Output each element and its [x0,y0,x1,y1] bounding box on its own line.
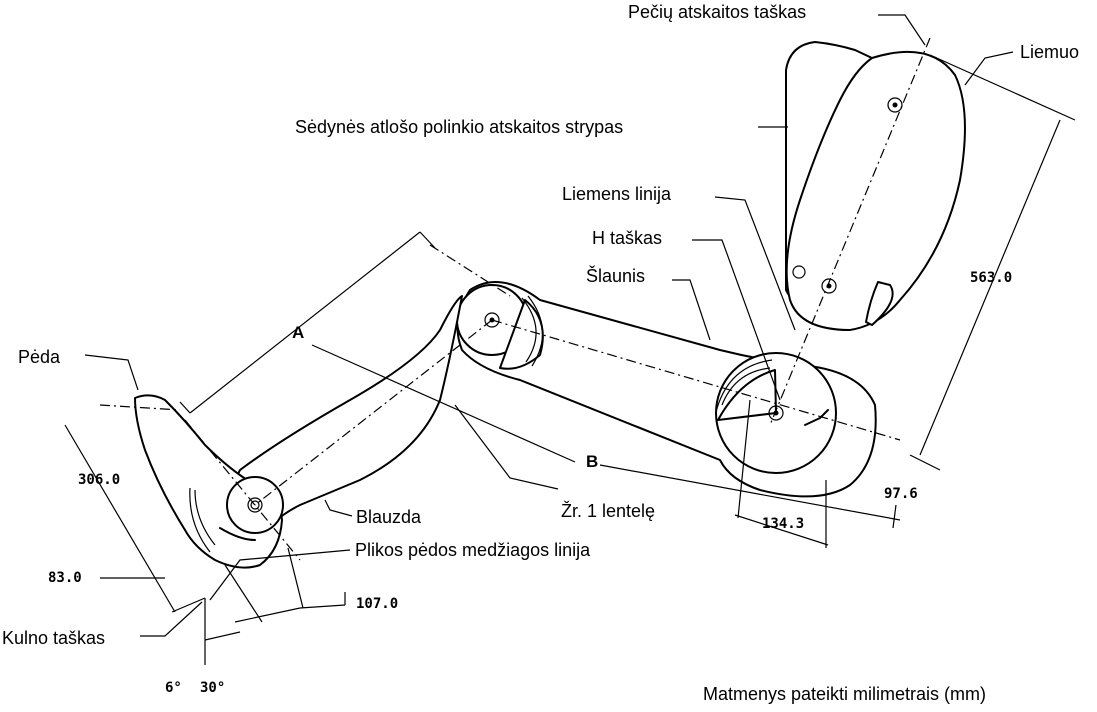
label-thigh: Šlaunis [586,265,645,286]
label-see-table: Žr. 1 lentelę [561,501,655,521]
joint-markers [247,97,903,513]
label-shoulder-reference-point: Pečių atskaitos taškas [628,2,806,22]
dim-107: 107.0 [356,596,398,612]
label-heel-point: Kulno taškas [2,628,105,648]
dim-97-6: 97.6 [884,486,918,502]
leader-lines [84,14,1014,637]
label-units-note: Matmenys pateikti milimetrais (mm) [703,684,986,704]
dim-306: 306.0 [78,472,120,488]
label-foot: Pėda [18,347,61,367]
label-shank: Blauzda [356,507,422,527]
torso-shape [785,41,966,331]
dim-letter-a: A [292,323,304,342]
label-bare-foot-line: Plikos pėdos medžiagos linija [355,540,591,560]
foot-shape [134,394,284,569]
label-backrest-bar: Sėdynės atlošo polinkio atskaitos strypa… [295,117,623,137]
dimension-lines [64,54,1076,665]
dim-letter-b: B [586,452,598,471]
dim-83: 83.0 [48,570,82,586]
dim-563: 563.0 [970,270,1012,286]
dim-angle-30: 30° [200,680,225,696]
label-torso-line: Liemens linija [562,184,672,204]
label-torso: Liemuo [1020,42,1079,62]
dim-angle-6: 6° [165,680,182,696]
label-h-point: H taškas [592,228,662,248]
dim-134-3: 134.3 [762,516,804,532]
center-lines [99,37,931,561]
